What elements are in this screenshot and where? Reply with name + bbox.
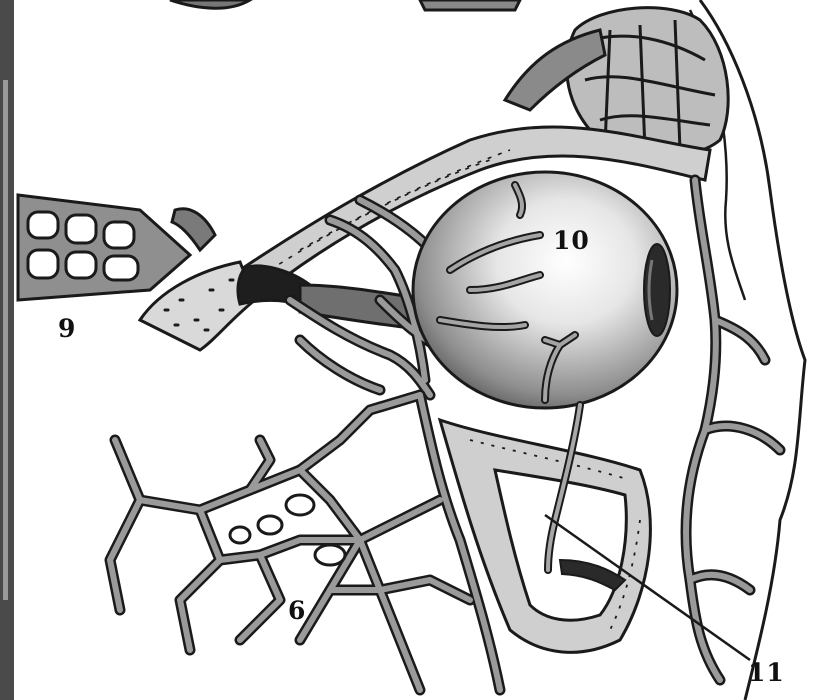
label-9: 9 — [58, 314, 76, 343]
maxillary-sinus-loop — [440, 420, 650, 652]
lower-lattice-network-fill — [110, 395, 500, 690]
label-6: 6 — [288, 596, 306, 625]
left-border-highlight — [3, 80, 8, 600]
label-10: 10 — [553, 226, 590, 255]
top-partial-shape — [170, 0, 250, 8]
label-11: 11 — [748, 658, 785, 687]
top-partial-bar — [420, 0, 520, 10]
nasal-lattice-mesh — [18, 195, 190, 300]
